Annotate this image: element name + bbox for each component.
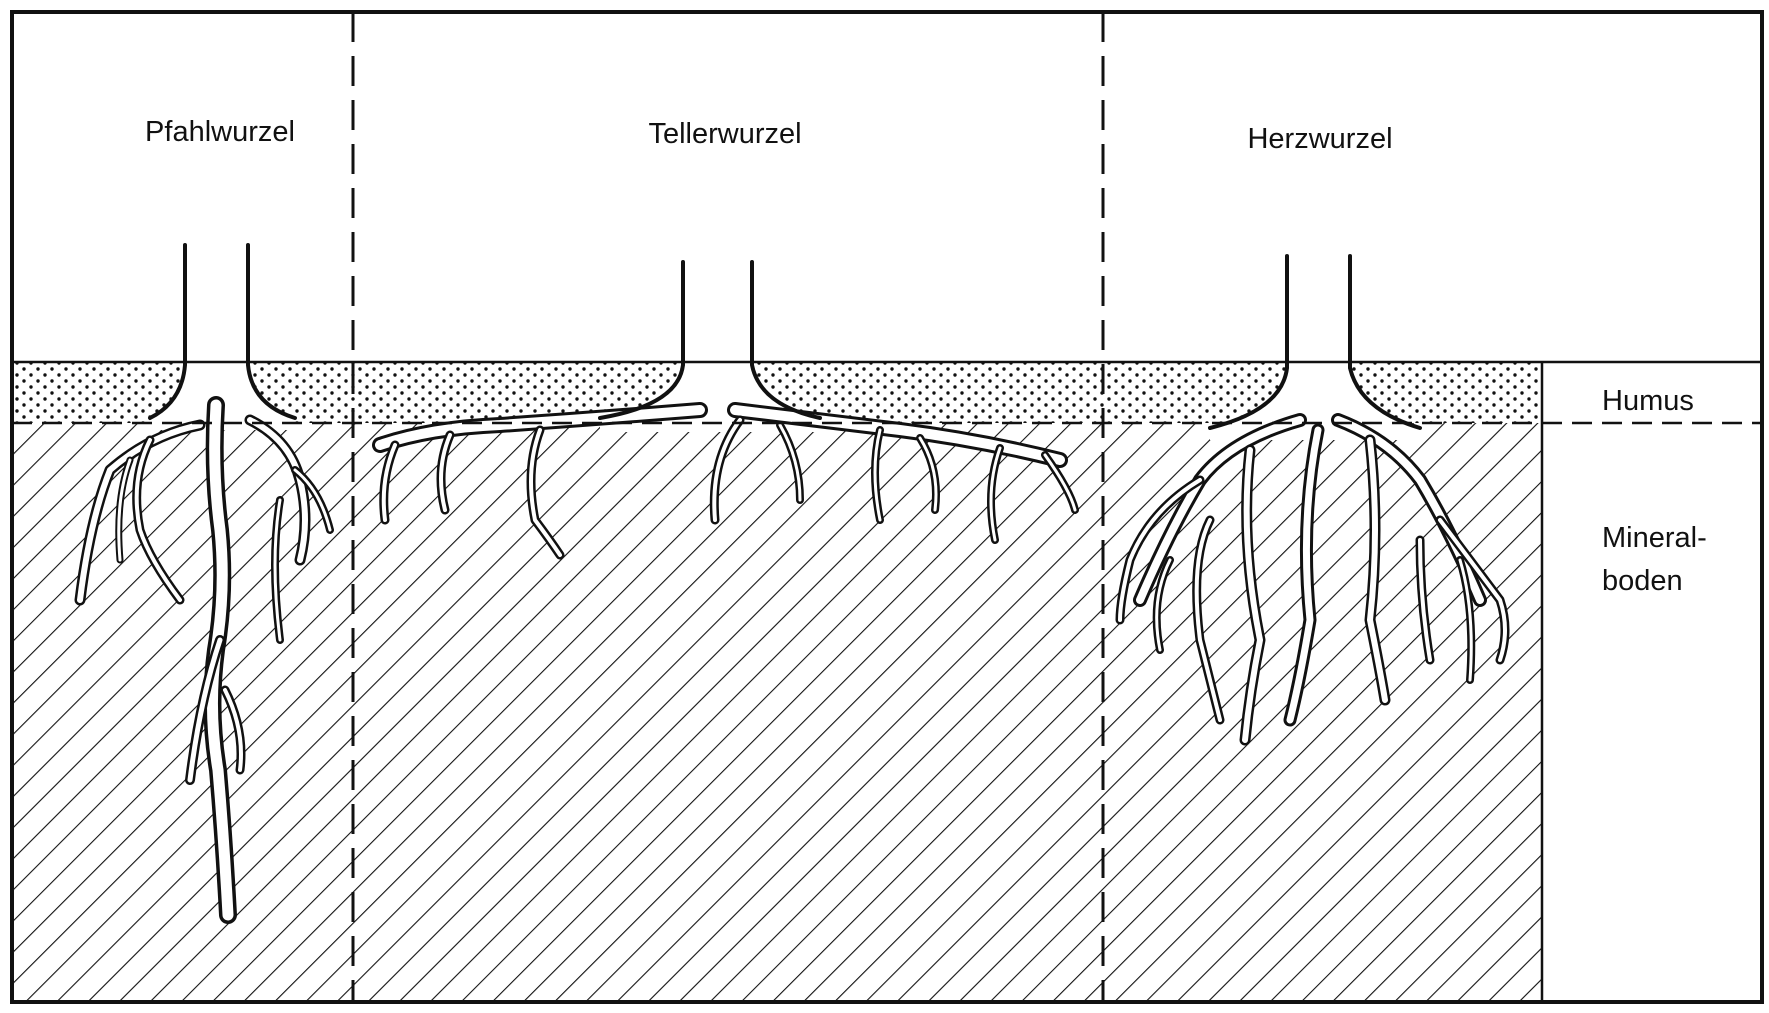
mineral-soil-label-line1: Mineral- <box>1602 520 1707 556</box>
mineral-soil-label-line2: boden <box>1602 563 1683 599</box>
root-type-label-pfahlwurzel: Pfahlwurzel <box>145 114 295 150</box>
root-type-label-tellerwurzel: Tellerwurzel <box>648 116 801 152</box>
root-type-label-herzwurzel: Herzwurzel <box>1247 121 1392 157</box>
humus-label: Humus <box>1602 383 1694 419</box>
